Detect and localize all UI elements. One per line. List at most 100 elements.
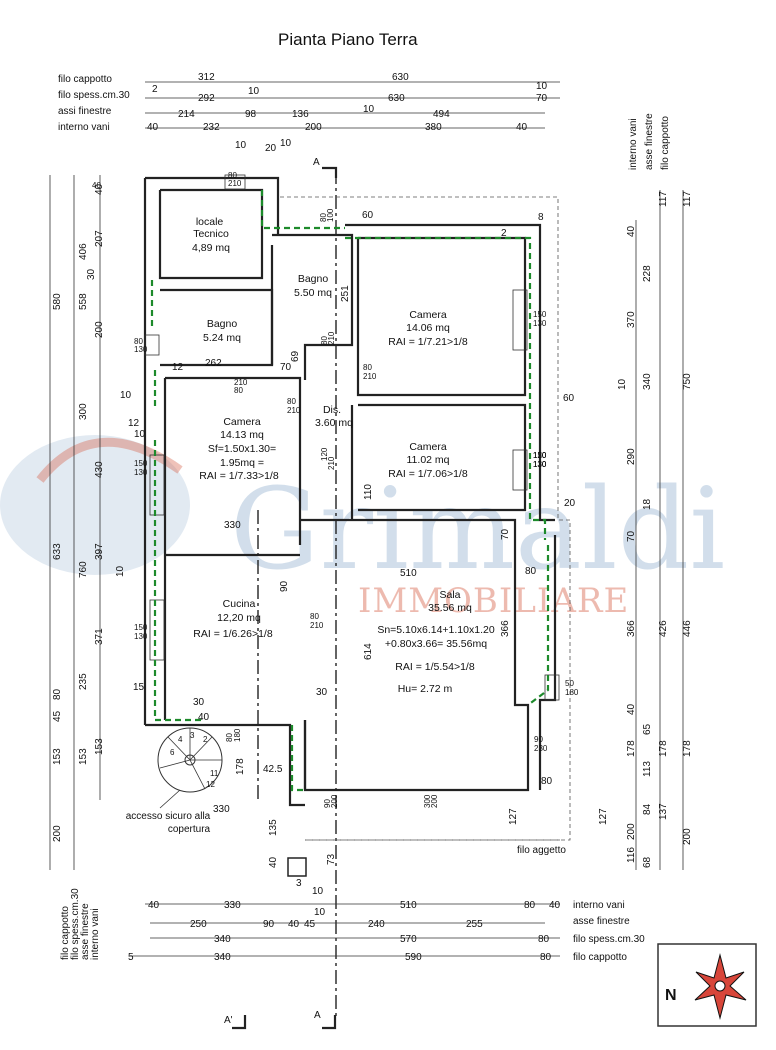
room-area: 12,20 mq — [217, 612, 261, 624]
room-name: Bagno — [207, 318, 238, 330]
wall-south-west — [145, 723, 305, 807]
dim-value: 40 — [148, 900, 160, 911]
window-tecnico — [224, 174, 246, 190]
window-camera-3 — [512, 449, 528, 491]
dim-value: 130 — [533, 319, 547, 328]
dim-value: 370 — [626, 311, 637, 328]
dim-value: 80 — [541, 776, 553, 787]
compass: N — [657, 943, 757, 1027]
room-area: 11.02 mq — [407, 454, 450, 466]
dim-value: 40 — [147, 122, 159, 133]
room-area: 14.06 mq — [406, 322, 450, 334]
dim-value: 80 — [320, 336, 329, 345]
access-note-line-1: accesso sicuro alla — [126, 811, 211, 822]
spiral-stair: 4 3 2 6 11 12 — [157, 727, 223, 793]
stair-num: 4 — [178, 735, 183, 744]
dims-inner: 80 210 150 130 80 130 262 70 12 69 80 21… — [92, 171, 579, 889]
dim-value: 426 — [658, 620, 669, 637]
dim-value: 120 — [533, 451, 547, 460]
dim-value: 10 — [248, 86, 260, 97]
dim-value: 90 — [323, 799, 332, 808]
dim-value: 366 — [500, 620, 511, 637]
dim-value: 178 — [626, 740, 637, 757]
dim-value: 290 — [626, 448, 637, 465]
room-hu: Hu= 2.72 m — [398, 683, 453, 695]
dim-value: 200 — [682, 828, 693, 845]
window-camera-1 — [512, 289, 528, 351]
stair-step-line — [167, 736, 191, 761]
dim-value: 20 — [564, 498, 576, 509]
dim-value: 42.5 — [263, 764, 283, 775]
dim-value: 130 — [134, 632, 148, 641]
dim-value: 150 — [134, 623, 148, 632]
dim-value: 150 — [533, 310, 547, 319]
section-mark-aprime-symbol — [232, 1015, 247, 1030]
dim-value: 40 — [94, 183, 105, 195]
stair-num: 6 — [170, 748, 175, 757]
dim-value: 100 — [326, 208, 335, 222]
legend-top: filo cappotto filo spess.cm.30 assi fine… — [58, 74, 130, 133]
green-line-north — [260, 190, 345, 230]
dim-value: 210 — [327, 456, 336, 470]
dim-value: 180 — [565, 688, 579, 697]
dim-value: 250 — [190, 919, 207, 930]
section-mark-bottom-symbol — [322, 1015, 337, 1030]
dim-value: 113 — [642, 761, 653, 777]
compass-center — [714, 980, 726, 992]
dim-value: 614 — [363, 643, 374, 660]
dim-value: 340 — [214, 952, 231, 963]
dim-value: 5 — [128, 952, 134, 963]
stair-num: 3 — [190, 731, 195, 740]
dim-value: 110 — [363, 484, 374, 500]
dims-left: 580 633 153 200 558 760 153 40 207 406 3… — [49, 175, 146, 870]
dim-value: 210 — [363, 372, 377, 381]
dim-value: 80 — [538, 934, 550, 945]
dim-value: 18 — [642, 498, 653, 510]
dim-value: 90 — [263, 919, 275, 930]
room-name: Camera — [409, 441, 447, 453]
dim-value: 40 — [288, 919, 300, 930]
dim-value: 80 — [363, 363, 372, 372]
legend-bottom-item: filo spess.cm.30 — [573, 934, 645, 945]
wall-bagno-2 — [272, 233, 354, 380]
dim-value: 117 — [682, 191, 693, 207]
legend-bottom: interno vani asse finestre filo spess.cm… — [573, 900, 645, 963]
dim-value: 312 — [198, 72, 215, 83]
dim-value: 30 — [316, 687, 328, 698]
dim-value: 300 — [78, 403, 89, 420]
dim-value: 120 — [320, 447, 329, 461]
dim-value: 200 — [626, 823, 637, 840]
dim-value: 371 — [94, 628, 105, 645]
room-name: Sala — [439, 589, 460, 601]
dim-value: 127 — [508, 808, 519, 825]
dim-value: 380 — [425, 122, 442, 133]
dim-value: 430 — [94, 461, 105, 478]
dim-value: 255 — [466, 919, 483, 930]
pillar-square — [287, 857, 307, 877]
dim-value: 210 — [327, 331, 336, 345]
legend-bottom-item: asse finestre — [573, 916, 630, 927]
dim-value: 397 — [94, 543, 105, 560]
room-rai: RAI = 1/7.21>1/8 — [388, 336, 468, 348]
legend-left-item: filo cappotto — [60, 906, 71, 960]
dim-value: 30 — [193, 697, 205, 708]
legend-left-item: interno vani — [90, 908, 101, 960]
insulation-lines — [150, 190, 550, 792]
filo-aggetto-label: filo aggetto — [517, 845, 566, 856]
access-note-line-2: copertura — [168, 824, 211, 835]
dim-value: 207 — [94, 230, 105, 247]
stair-num: 2 — [203, 735, 208, 744]
dim-value: 90 — [534, 735, 543, 744]
dim-value: 84 — [642, 803, 653, 815]
window-bagno — [144, 334, 160, 356]
dim-value: 180 — [233, 728, 242, 742]
legend-right: interno vani asse finestre filo cappotto — [628, 113, 671, 170]
dim-value: 2 — [152, 84, 158, 95]
room-area: 14.13 mq — [220, 429, 264, 441]
room-name: Cucina — [223, 598, 256, 610]
dim-value: 630 — [392, 72, 409, 83]
dim-value: 80 — [225, 733, 234, 742]
dim-value: 200 — [52, 825, 63, 842]
watermark-logo-circle — [0, 435, 190, 575]
